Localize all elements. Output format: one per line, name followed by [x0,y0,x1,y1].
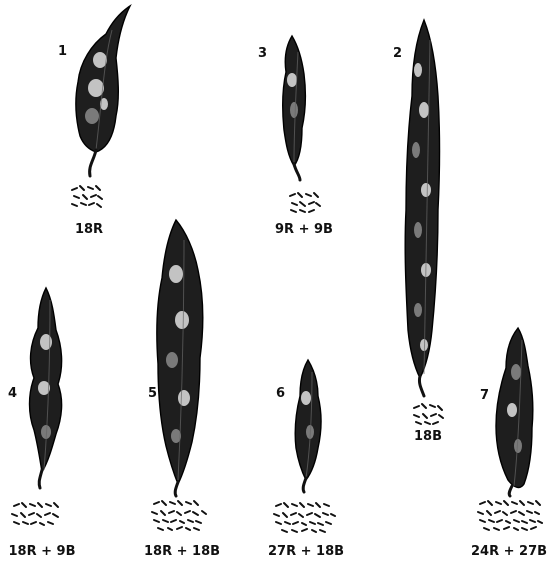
caption-6: 27R + 18B [268,544,344,559]
chromosome-cluster-7 [478,501,542,530]
panel-number-4: 4 [8,386,17,401]
panel-number-6: 6 [276,386,285,401]
chromosome-cluster-6 [274,503,335,532]
caption-2: 18B [414,429,442,444]
chromosome-cluster-1 [72,186,102,207]
panel-number-3: 3 [258,46,267,61]
panel-number-2: 2 [393,46,402,61]
caption-5: 18R + 18B [144,544,220,559]
caption-1: 18R [75,222,103,237]
pod-6 [295,360,321,492]
chromosome-cluster-2 [414,404,443,424]
pod-5 [157,220,203,496]
chromosome-cluster-3 [290,193,320,212]
panel-number-5: 5 [148,386,157,401]
pod-4 [30,288,62,488]
pod-1 [76,6,130,176]
panel-number-1: 1 [58,44,67,59]
caption-7: 24R + 27B [471,544,547,559]
chromosome-cluster-5 [152,501,206,530]
pod-3 [283,36,306,180]
pod-2 [405,20,439,396]
chromosome-cluster-4 [12,503,58,525]
panel-number-7: 7 [480,388,489,403]
caption-3: 9R + 9B [275,222,333,237]
caption-4: 18R + 9B [9,544,76,559]
pod-7 [496,328,533,496]
